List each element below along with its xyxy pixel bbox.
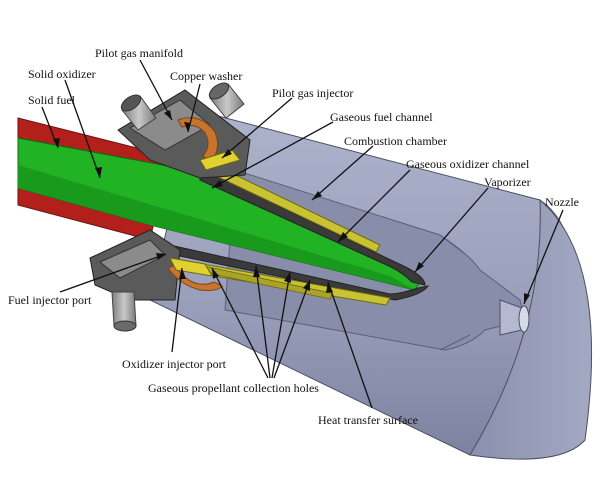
- label-gaseous-propellant-collection-holes: Gaseous propellant collection holes: [148, 381, 319, 395]
- arrowhead-oxidizer-injector-port: [179, 268, 186, 279]
- label-combustion-chamber: Combustion chamber: [344, 134, 447, 148]
- upper-injector-head: [117, 82, 251, 179]
- arrowhead-gaseous-fuel-channel: [212, 180, 223, 188]
- arrowhead-heat-transfer-surface: [326, 282, 333, 293]
- leader-oxidizer-injector-port: [171, 267, 183, 353]
- leader-heat-transfer-surface: [327, 281, 373, 409]
- upper-pipe-right-opening: [208, 82, 230, 100]
- label-solid-fuel: Solid fuel: [28, 93, 76, 107]
- label-heat-transfer-surface: Heat transfer surface: [318, 413, 418, 427]
- label-gaseous-fuel-channel: Gaseous fuel channel: [330, 110, 433, 124]
- arrowhead-fuel-injector-port: [156, 253, 166, 260]
- arrowhead-vaporizer: [415, 262, 424, 272]
- copper-washer-upper: [177, 117, 219, 163]
- vaporizer-sheath-bottom: [159, 243, 430, 301]
- leader-collection-hole-3: [271, 271, 291, 379]
- leader-gaseous-fuel-channel: [211, 121, 334, 189]
- upper-pipe-left-opening: [120, 94, 142, 112]
- arrowhead-nozzle: [524, 293, 530, 304]
- pilot-gas-injector-shape: [199, 149, 241, 171]
- leader-solid-oxidizer: [64, 79, 101, 179]
- leader-combustion-chamber: [311, 145, 374, 201]
- arrowhead-collection-hole-2: [253, 266, 260, 277]
- leader-gaseous-oxidizer-channel: [337, 169, 411, 243]
- leader-pilot-gas-injector: [221, 97, 293, 159]
- arrowhead-gaseous-oxidizer-channel: [338, 232, 348, 242]
- arrowhead-combustion-chamber: [312, 191, 322, 200]
- vaporizer: [159, 167, 430, 301]
- leader-fuel-injector-port: [59, 253, 167, 293]
- arrowhead-collection-hole-3: [284, 272, 291, 283]
- vaporizer-sheath-top: [199, 167, 426, 286]
- label-fuel-injector-port: Fuel injector port: [8, 293, 92, 307]
- leader-collection-hole-4: [273, 279, 311, 379]
- copper-washer-lower: [167, 264, 223, 291]
- arrowhead-solid-fuel: [53, 138, 60, 148]
- leader-pilot-gas-manifold: [139, 59, 173, 121]
- arrowhead-pilot-gas-manifold: [164, 110, 172, 120]
- label-pilot-gas-injector: Pilot gas injector: [272, 86, 353, 100]
- label-pilot-gas-manifold: Pilot gas manifold: [95, 46, 183, 60]
- arrowhead-collection-hole-1: [212, 268, 219, 279]
- label-copper-washer: Copper washer: [170, 69, 242, 83]
- label-vaporizer: Vaporizer: [484, 175, 531, 189]
- arrowhead-pilot-gas-injector: [222, 149, 232, 158]
- leader-vaporizer: [414, 187, 489, 273]
- arrowhead-collection-hole-4: [303, 280, 310, 291]
- labels: Pilot gas manifold Copper washer Solid o…: [8, 46, 579, 427]
- label-solid-oxidizer: Solid oxidizer: [28, 67, 96, 81]
- pilot-gas-manifold-shape: [129, 99, 211, 151]
- leader-collection-hole-1: [211, 267, 269, 379]
- solid-oxidizer-shade: [18, 165, 415, 290]
- arrow-heads: [53, 110, 530, 304]
- oxidizer-injector-port-shape: [169, 257, 213, 277]
- label-nozzle: Nozzle: [545, 195, 579, 209]
- arrowhead-copper-washer: [184, 122, 191, 132]
- leader-lines: [41, 59, 564, 409]
- arrowhead-solid-oxidizer: [95, 167, 102, 178]
- leader-collection-hole-2: [255, 265, 271, 379]
- label-oxidizer-injector-port: Oxidizer injector port: [122, 357, 227, 371]
- lower-pipe-opening: [113, 320, 137, 332]
- label-gaseous-oxidizer-channel: Gaseous oxidizer channel: [406, 157, 530, 171]
- leader-nozzle: [523, 209, 564, 305]
- nozzle-exit: [518, 305, 530, 333]
